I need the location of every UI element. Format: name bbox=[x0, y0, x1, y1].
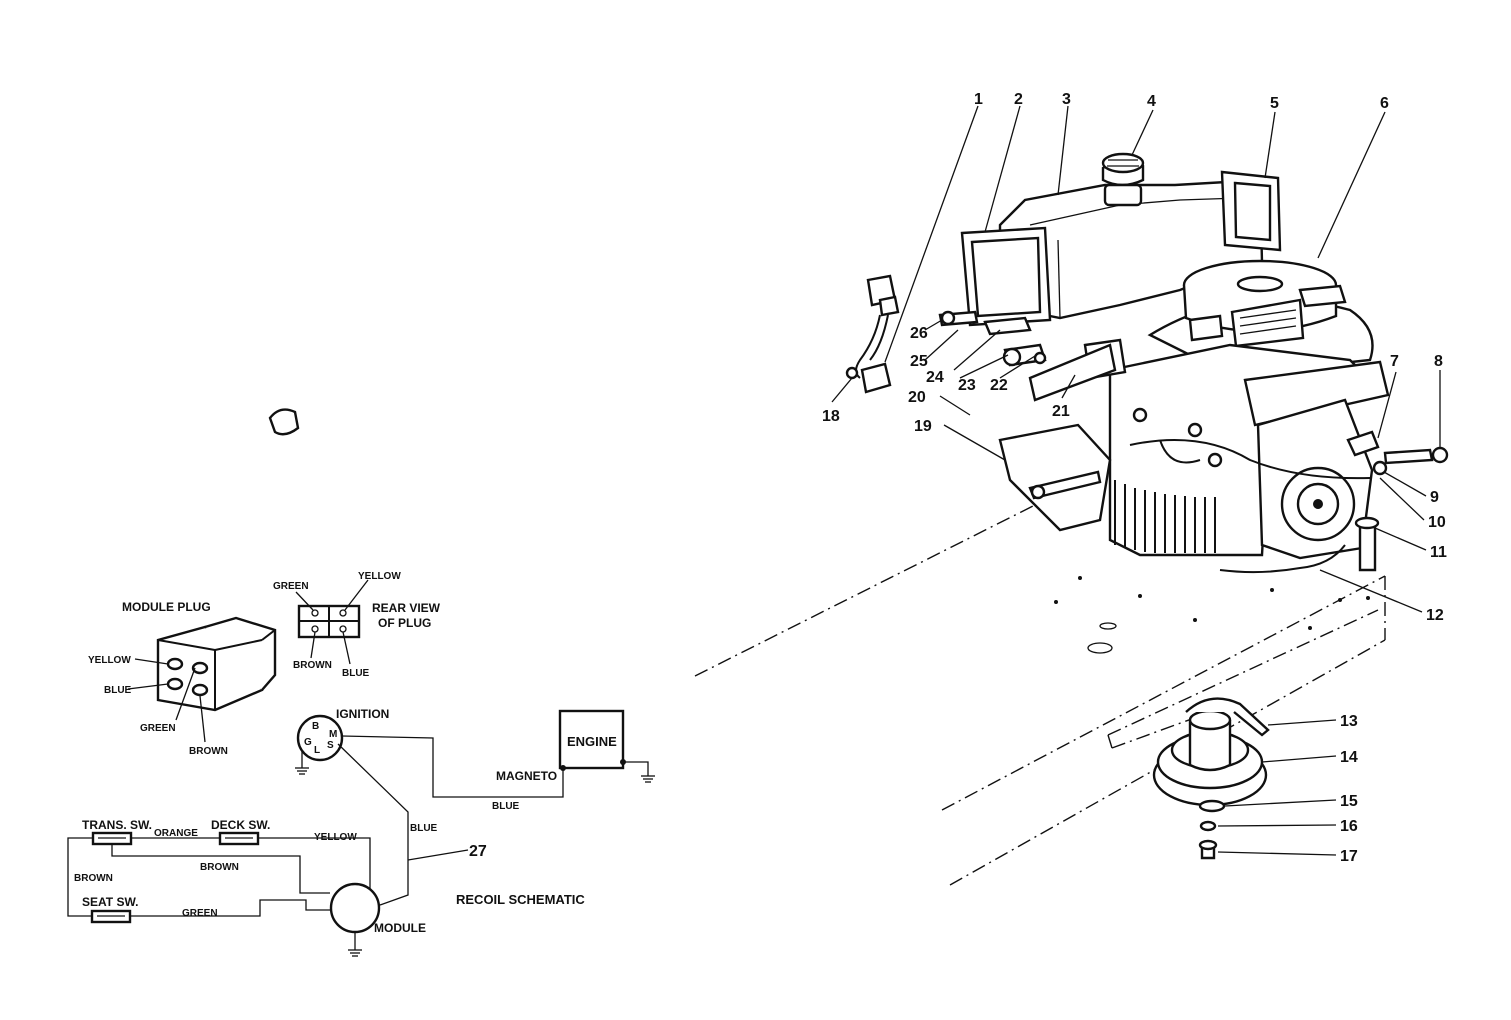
rear-view-wire-brown: BROWN bbox=[293, 660, 332, 671]
callout-10: 10 bbox=[1428, 514, 1446, 531]
module-plug-wire-blue: BLUE bbox=[104, 685, 132, 696]
deck-sw-label: DECK SW. bbox=[211, 818, 270, 832]
rear-view-wire-yellow: YELLOW bbox=[358, 571, 401, 582]
callout-numbers: 1 2 3 4 5 6 7 8 9 10 11 12 13 14 15 16 1… bbox=[822, 91, 1447, 865]
callout-13: 13 bbox=[1340, 713, 1358, 730]
callout-17: 17 bbox=[1340, 848, 1358, 865]
wire-harness bbox=[845, 274, 900, 394]
trans-sw-label: TRANS. SW. bbox=[82, 818, 152, 832]
wire-brown-module: BROWN bbox=[200, 862, 239, 873]
callout-6: 6 bbox=[1380, 95, 1389, 112]
wire-orange: ORANGE bbox=[154, 828, 198, 839]
wire-blue-module: BLUE bbox=[410, 823, 438, 834]
magneto-label: MAGNETO bbox=[496, 769, 557, 783]
module-plug-wire-brown: BROWN bbox=[189, 746, 228, 757]
module-plug-title: MODULE PLUG bbox=[122, 600, 211, 614]
callout-7: 7 bbox=[1390, 353, 1399, 370]
callout-26: 26 bbox=[910, 325, 928, 342]
recoil-schematic: B M G L S IGNITION ENGINE MAGNETO BLUE B… bbox=[67, 707, 655, 957]
ignition-label: IGNITION bbox=[336, 707, 389, 721]
rear-view-plug: GREEN YELLOW BROWN BLUE REAR VIEW OF PLU… bbox=[273, 571, 441, 679]
callout-25: 25 bbox=[910, 353, 928, 370]
wire-green: GREEN bbox=[182, 908, 218, 919]
ignition-terminal-s: S bbox=[327, 740, 334, 751]
small-parts bbox=[268, 310, 1449, 572]
module-label: MODULE bbox=[374, 921, 426, 935]
module-plug-wire-yellow: YELLOW bbox=[88, 655, 131, 666]
callout-15: 15 bbox=[1340, 793, 1358, 810]
rear-view-wire-blue: BLUE bbox=[342, 668, 370, 679]
rear-view-title-line1: REAR VIEW bbox=[372, 601, 441, 615]
callout-27: 27 bbox=[469, 843, 487, 860]
callout-16: 16 bbox=[1340, 818, 1358, 835]
callout-21: 21 bbox=[1052, 403, 1070, 420]
callout-24: 24 bbox=[926, 369, 944, 386]
wire-yellow: YELLOW bbox=[314, 832, 357, 843]
callout-3: 3 bbox=[1062, 91, 1071, 108]
engine-exploded-view: 1 2 3 4 5 6 7 8 9 10 11 12 13 14 15 16 1… bbox=[268, 91, 1449, 886]
callout-11: 11 bbox=[1430, 544, 1447, 561]
cooling-fins bbox=[1114, 480, 1216, 553]
callout-8: 8 bbox=[1434, 353, 1443, 370]
rear-view-title-line2: OF PLUG bbox=[378, 616, 431, 630]
leader-lines bbox=[831, 105, 1441, 856]
callout-4: 4 bbox=[1147, 93, 1156, 110]
callout-5: 5 bbox=[1270, 95, 1279, 112]
module-plug: MODULE PLUG YELLOW BLUE GREEN BROWN bbox=[88, 600, 277, 757]
ignition-terminal-l: L bbox=[314, 745, 320, 756]
wire-brown-seat: BROWN bbox=[74, 873, 113, 884]
pulley-assembly bbox=[1152, 697, 1270, 860]
ignition-terminal-m: M bbox=[329, 729, 337, 740]
schematic-title: RECOIL SCHEMATIC bbox=[456, 892, 585, 907]
callout-18: 18 bbox=[822, 408, 840, 425]
seat-sw-label: SEAT SW. bbox=[82, 895, 138, 909]
callout-14: 14 bbox=[1340, 749, 1358, 766]
fuel-tank-assembly bbox=[960, 152, 1282, 327]
engine-label: ENGINE bbox=[567, 734, 617, 749]
mounting-deck bbox=[694, 499, 1386, 886]
wire-blue-magneto: BLUE bbox=[492, 801, 520, 812]
engine-block bbox=[1083, 259, 1390, 574]
callout-22: 22 bbox=[990, 377, 1008, 394]
callout-12: 12 bbox=[1426, 607, 1444, 624]
ignition-terminal-b: B bbox=[312, 721, 319, 732]
module-plug-wire-green: GREEN bbox=[140, 723, 176, 734]
callout-20: 20 bbox=[908, 389, 926, 406]
callout-1: 1 bbox=[974, 91, 983, 108]
callout-2: 2 bbox=[1014, 91, 1023, 108]
rear-view-wire-green: GREEN bbox=[273, 581, 309, 592]
ignition-terminal-g: G bbox=[304, 737, 312, 748]
callout-19: 19 bbox=[914, 418, 932, 435]
callout-23: 23 bbox=[958, 377, 976, 394]
callout-9: 9 bbox=[1430, 489, 1439, 506]
